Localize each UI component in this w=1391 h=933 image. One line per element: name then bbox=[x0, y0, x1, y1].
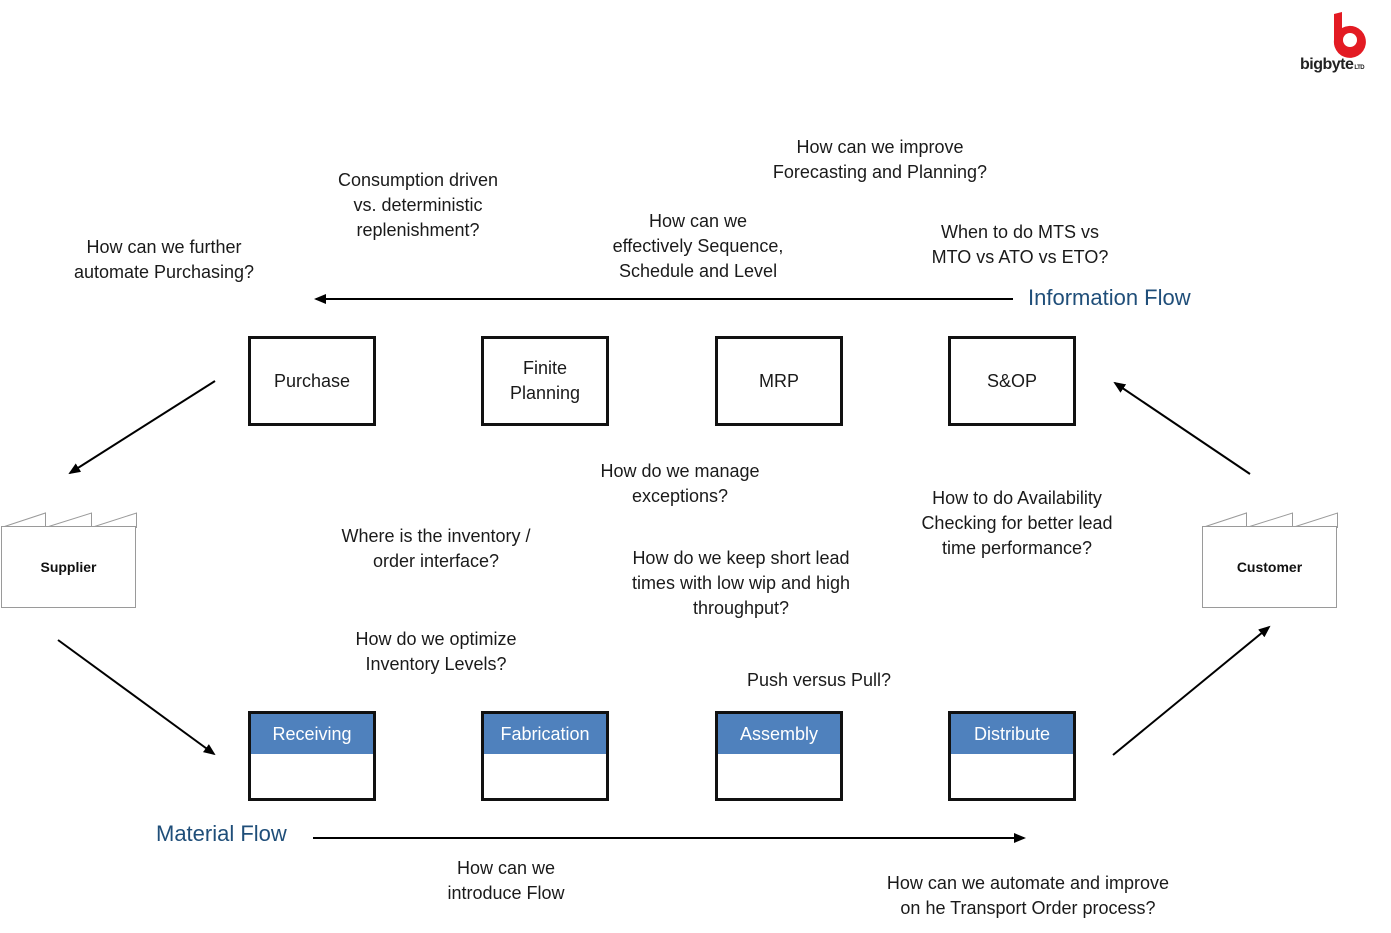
logo-mark-icon bbox=[1333, 12, 1366, 58]
question-inventory-levels: How do we optimize Inventory Levels? bbox=[355, 629, 517, 674]
question-introduce-flow: How can we introduce Flow bbox=[447, 858, 565, 903]
question-transport-order: How can we automate and improve on he Tr… bbox=[886, 873, 1170, 918]
box-fabrication-header: Fabrication bbox=[484, 714, 606, 754]
factory-roof-icon bbox=[1202, 512, 1338, 528]
box-sop: S&OP bbox=[948, 336, 1076, 426]
box-mrp: MRP bbox=[715, 336, 843, 426]
supplier-to-receiving-arrow bbox=[57, 639, 216, 756]
purchase-to-supplier-arrow bbox=[68, 380, 216, 475]
bigbyte-logo: bigbyteLTD bbox=[1300, 10, 1382, 80]
information-flow-label: Information Flow bbox=[1028, 285, 1191, 310]
box-purchase: Purchase bbox=[248, 336, 376, 426]
customer-label: Customer bbox=[1202, 526, 1337, 608]
logo-wordmark: bigbyteLTD bbox=[1300, 56, 1365, 73]
box-receiving-header: Receiving bbox=[251, 714, 373, 754]
supplier-factory: Supplier bbox=[1, 512, 137, 609]
factory-roof-icon bbox=[1, 512, 137, 528]
question-forecasting: How can we improve Forecasting and Plann… bbox=[772, 137, 988, 182]
question-short-lead-times: How do we keep short lead times with low… bbox=[631, 548, 851, 618]
box-fabrication: Fabrication bbox=[481, 711, 609, 801]
question-inventory-interface: Where is the inventory / order interface… bbox=[341, 526, 531, 571]
distribute-to-customer-arrow bbox=[1112, 625, 1271, 756]
material-flow-label: Material Flow bbox=[156, 821, 287, 846]
question-availability: How to do Availability Checking for bett… bbox=[921, 488, 1113, 558]
customer-to-sop-arrow bbox=[1113, 381, 1251, 475]
box-finite-planning: Finite Planning bbox=[481, 336, 609, 426]
question-sequence-schedule: How can we effectively Sequence, Schedul… bbox=[612, 211, 784, 281]
question-push-pull: Push versus Pull? bbox=[746, 670, 892, 690]
box-distribute-header: Distribute bbox=[951, 714, 1073, 754]
question-automate-purchasing: How can we further automate Purchasing? bbox=[73, 237, 255, 282]
box-assembly: Assembly bbox=[715, 711, 843, 801]
question-exceptions: How do we manage exceptions? bbox=[600, 461, 760, 506]
box-assembly-header: Assembly bbox=[718, 714, 840, 754]
customer-factory: Customer bbox=[1202, 512, 1338, 609]
box-receiving: Receiving bbox=[248, 711, 376, 801]
supplier-label: Supplier bbox=[1, 526, 136, 608]
box-distribute: Distribute bbox=[948, 711, 1076, 801]
question-mts-mto: When to do MTS vs MTO vs ATO vs ETO? bbox=[931, 222, 1109, 267]
question-consumption-driven: Consumption driven vs. deterministic rep… bbox=[337, 170, 499, 240]
